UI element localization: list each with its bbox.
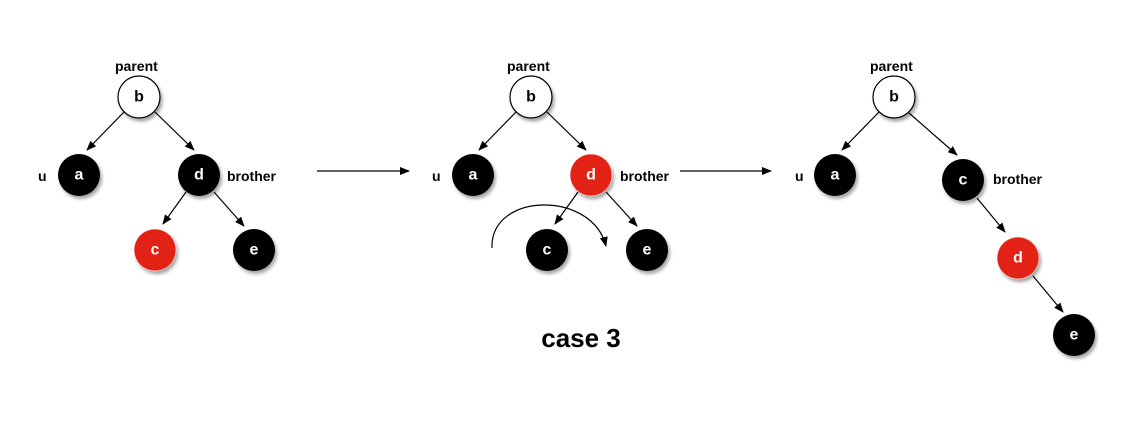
node-e: e: [1053, 314, 1095, 356]
diagram-3: parent u brother b a c d e: [795, 58, 1095, 356]
node-b: b: [872, 75, 916, 119]
node-label: c: [543, 242, 552, 259]
brother-label: brother: [227, 168, 277, 184]
edge-d-e: [213, 191, 245, 227]
node-label: c: [151, 242, 160, 259]
edge-d-e: [605, 191, 638, 227]
node-c: c: [133, 228, 177, 272]
node-label: a: [831, 167, 840, 184]
node-c: c: [942, 159, 984, 201]
node-label: d: [586, 167, 596, 184]
node-label: c: [959, 172, 968, 189]
node-a: a: [814, 154, 856, 196]
uncle-label: u: [432, 168, 441, 184]
edge-b-a: [86, 111, 125, 151]
edge-b-d: [546, 111, 587, 151]
node-label: e: [643, 242, 652, 259]
uncle-label: u: [38, 168, 47, 184]
node-label: a: [469, 167, 478, 184]
parent-label: parent: [115, 58, 158, 74]
uncle-label: u: [795, 168, 804, 184]
rotation-arrow: [491, 204, 608, 249]
diagram-1: parent u brother b a d c e: [38, 58, 277, 272]
node-label: d: [194, 167, 204, 184]
node-b: b: [509, 75, 553, 119]
edge-b-a: [478, 111, 517, 151]
diagram-caption: case 3: [541, 323, 621, 353]
edge-d-e: [1032, 275, 1064, 313]
node-label: e: [1070, 327, 1079, 344]
node-label: b: [134, 89, 144, 106]
edge-b-c: [908, 112, 958, 156]
node-a: a: [452, 154, 494, 196]
node-d: d: [996, 236, 1040, 280]
node-label: d: [1013, 250, 1023, 267]
node-c: c: [526, 229, 568, 271]
node-label: b: [526, 89, 536, 106]
parent-label: parent: [507, 58, 550, 74]
parent-label: parent: [870, 58, 913, 74]
brother-label: brother: [620, 168, 670, 184]
edge-b-a: [841, 111, 880, 151]
edge-c-d: [976, 197, 1006, 233]
edge-d-c: [162, 191, 187, 225]
node-e: e: [233, 229, 275, 271]
node-d: d: [569, 153, 613, 197]
node-label: e: [250, 242, 259, 259]
node-label: b: [889, 89, 899, 106]
node-label: a: [75, 167, 84, 184]
brother-label: brother: [993, 171, 1043, 187]
node-e: e: [626, 229, 668, 271]
diagram-2: parent u brother b a d c e: [432, 58, 670, 271]
node-d: d: [178, 154, 220, 196]
node-a: a: [58, 154, 100, 196]
edge-b-d: [154, 111, 195, 151]
node-b: b: [117, 75, 161, 119]
